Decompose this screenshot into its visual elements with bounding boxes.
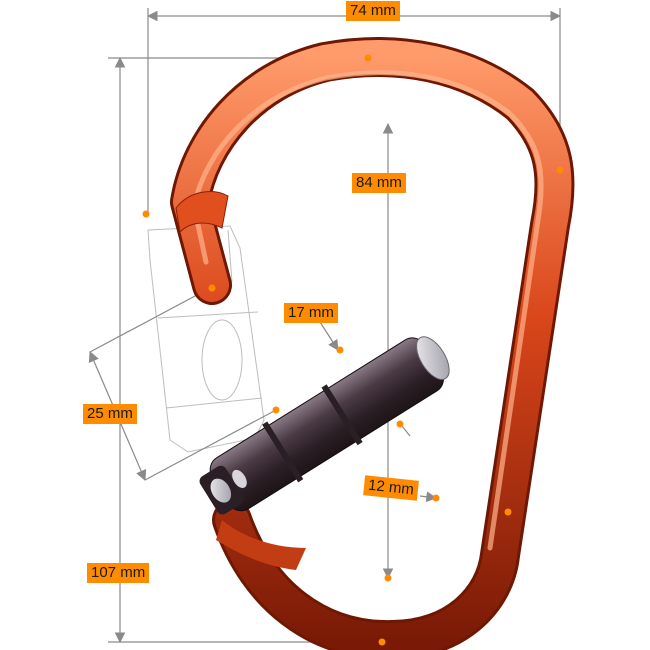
width-dimension-label: 74 mm [346,1,400,21]
inner-length-dimension-label: 84 mm [352,173,406,193]
carabiner-gate [199,336,450,515]
carabiner-frame [170,37,575,650]
sleeve-diameter-dimension-label: 17 mm [284,303,338,323]
gate-opening-dimension-label: 25 mm [83,404,137,424]
height-dimension-label: 107 mm [87,563,150,583]
marker-dots [142,54,564,646]
